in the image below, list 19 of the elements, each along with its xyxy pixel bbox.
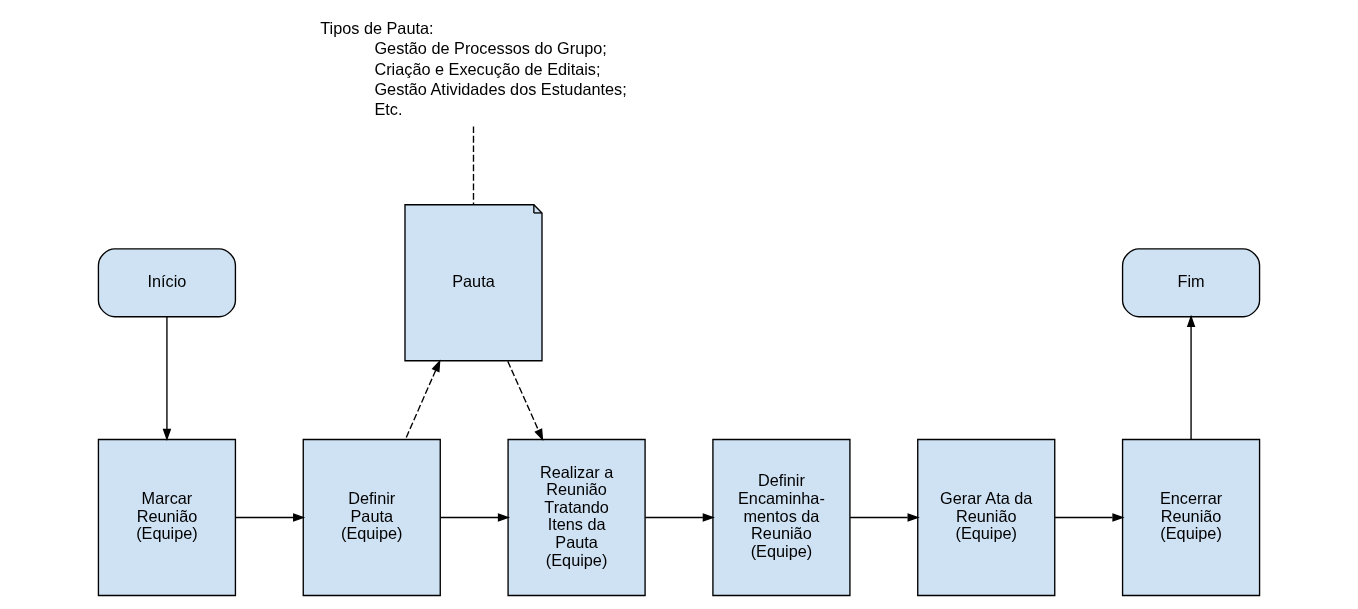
arrow (1186, 314, 1196, 440)
node-box: Gerar Ata da Reunião (Equipe) (917, 438, 1056, 597)
node-box: Marcar Reunião (Equipe) (97, 438, 237, 597)
node-box: Definir Encaminha- mentos da Reunião (Equipe) (712, 438, 851, 597)
arrow (439, 513, 511, 522)
connector (472, 125, 475, 206)
node-box: Encerrar Reunião (Equipe) (1121, 438, 1261, 597)
arrow (162, 316, 172, 442)
arrow (849, 513, 920, 522)
arrow (507, 360, 544, 442)
node-text: Tipos de Pauta: Gestão de Processos do Grupo; Criação e Execução de Editais; Gestão Atividades dos Estudantes; Etc. (320, 19, 627, 119)
arrow (644, 513, 715, 522)
node-box: Início (97, 248, 237, 318)
arrow (404, 359, 441, 440)
arrow (235, 513, 306, 522)
node-box: Definir Pauta (Equipe) (302, 438, 441, 597)
node-box: Fim (1121, 248, 1261, 318)
node-box: Realizar a Reunião Tratando Itens da Pauta (Equipe) (507, 438, 646, 597)
arrow (1054, 513, 1125, 522)
